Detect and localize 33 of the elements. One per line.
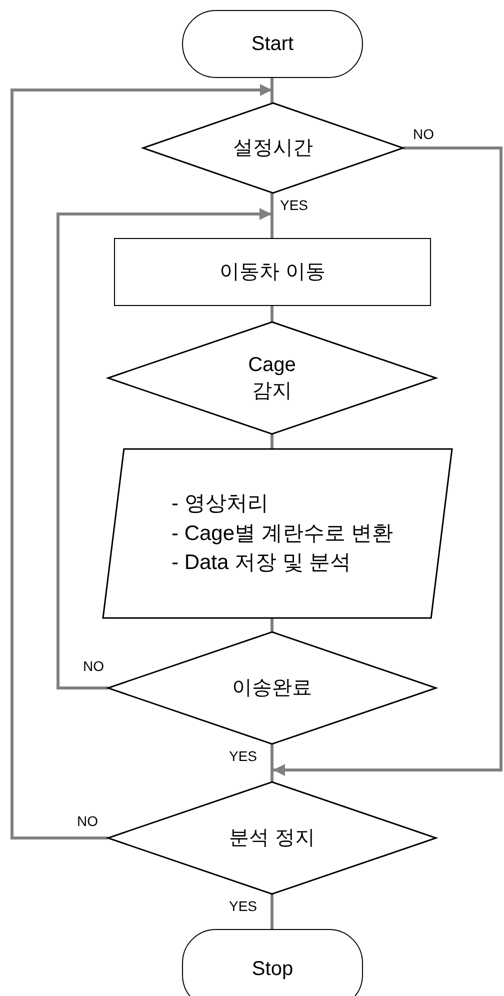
node-label: 설정시간 — [233, 136, 313, 161]
node-label: 분석 정지 — [229, 826, 315, 851]
edge-label: NO — [412, 126, 435, 142]
process-box — [114, 238, 431, 306]
list-item: - Data 저장 및 분석 — [172, 550, 352, 576]
connector-line — [270, 618, 274, 632]
connector-line — [270, 744, 274, 782]
list-item: - 영상처리 — [172, 491, 270, 518]
connector-line — [270, 306, 274, 322]
edge-label: NO — [76, 813, 99, 829]
node-label: Cage 감지 — [247, 353, 297, 404]
node-label: Stop — [252, 957, 294, 982]
edge-label: YES — [228, 898, 258, 914]
connector-line — [270, 78, 274, 103]
connector-line — [270, 434, 274, 449]
arrow — [10, 84, 272, 840]
node-label: 이송완료 — [232, 676, 312, 701]
connector-line — [270, 894, 274, 929]
edge-label: YES — [228, 748, 258, 764]
terminal-box — [182, 929, 363, 996]
arrow — [56, 208, 272, 690]
data-parallelogram — [103, 449, 452, 618]
edge-label: YES — [279, 197, 310, 213]
node-label: 이동차 이동 — [220, 260, 326, 285]
arrow — [273, 146, 502, 776]
node-label: Start — [251, 32, 294, 57]
decision-diamond — [108, 632, 436, 744]
decision-diamond — [108, 322, 436, 434]
list-item: - Cage별 계란수로 변환 — [172, 520, 394, 547]
connector-line — [270, 193, 274, 238]
decision-diamond — [108, 782, 436, 894]
decision-diamond — [143, 103, 403, 193]
edge-label: NO — [82, 658, 105, 674]
